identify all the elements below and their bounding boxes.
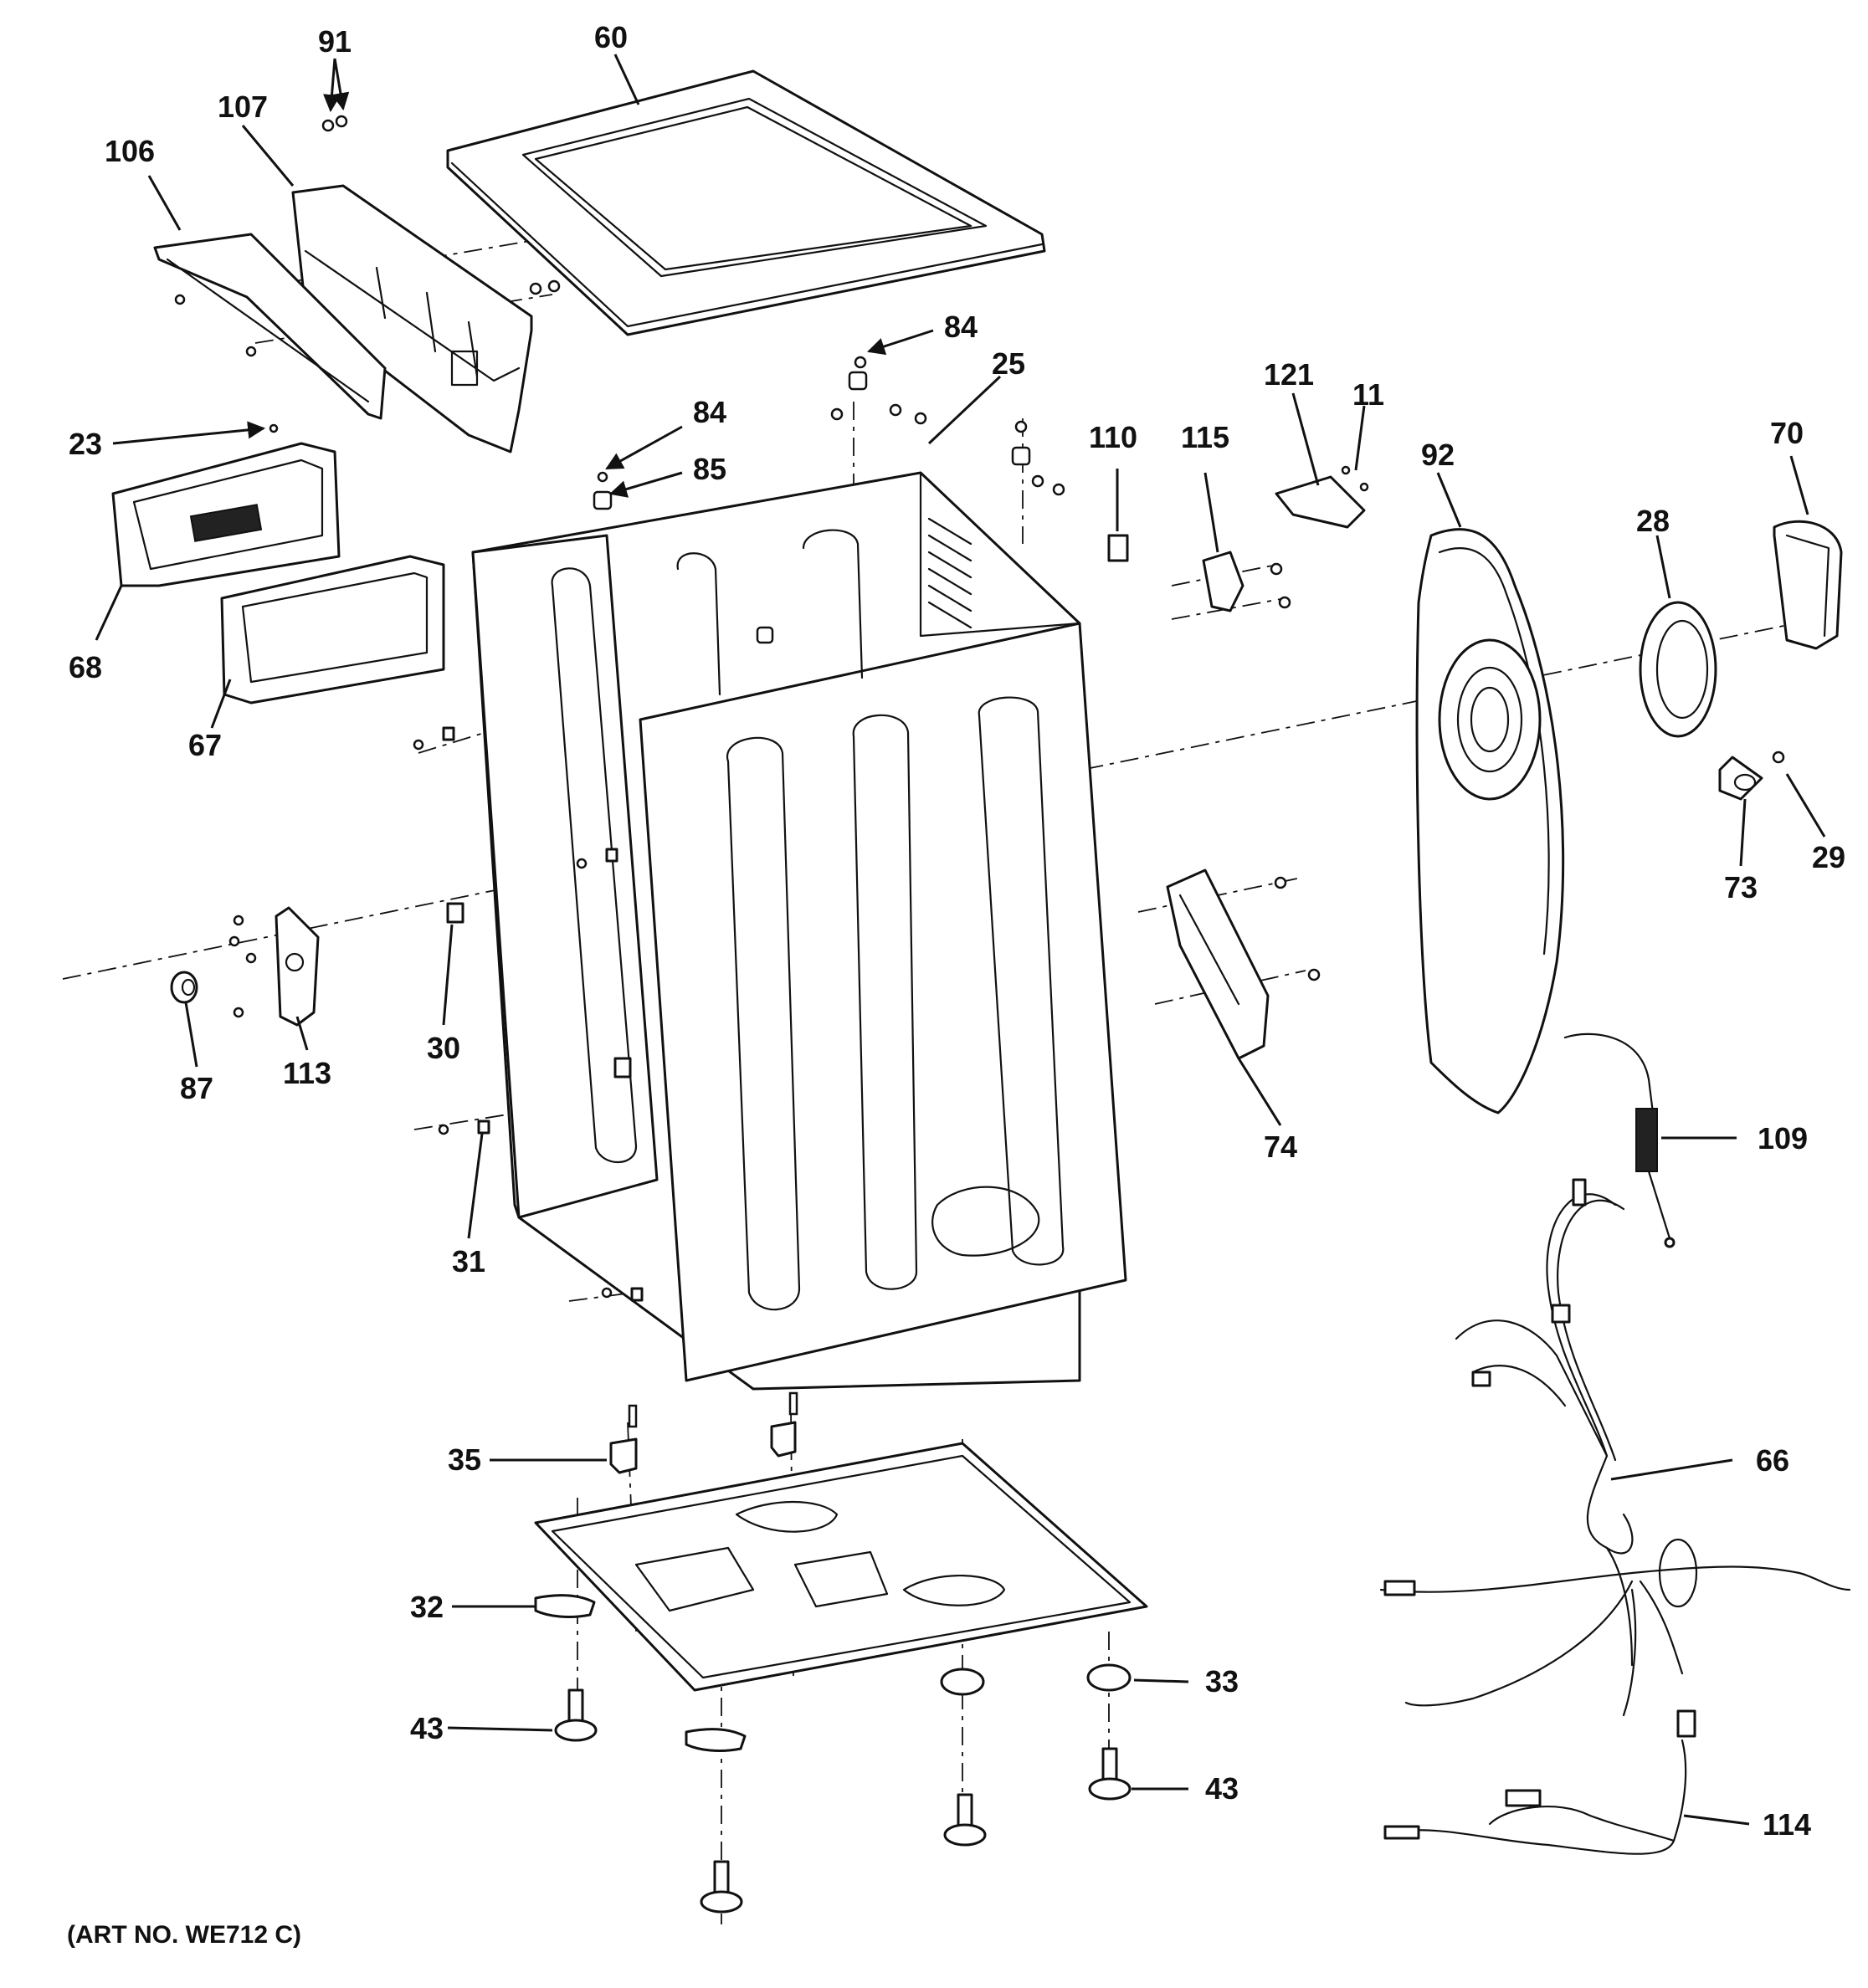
bracket-part-73 [1718, 751, 1785, 801]
screws [174, 115, 1065, 1299]
callout-68: 68 [69, 650, 102, 684]
callout-113: 113 [283, 1056, 331, 1090]
spacer-part-31 [442, 726, 644, 1302]
clip-part-30 [446, 902, 632, 1079]
component-part-115 [1202, 551, 1291, 612]
callout-labels: 91 60 107 106 84 25 121 11 84 85 110 115… [67, 20, 1845, 1949]
top-cover-part-60 [446, 69, 1046, 336]
callout-43-right: 43 [1205, 1771, 1239, 1806]
callout-115: 115 [1181, 420, 1229, 454]
control-board-part-74 [1166, 868, 1321, 1060]
callout-85: 85 [693, 452, 726, 486]
sensor-part-109 [1563, 1032, 1676, 1248]
callout-32: 32 [410, 1590, 444, 1624]
callout-70: 70 [1770, 416, 1804, 450]
component-part-110 [1107, 534, 1129, 562]
mount-part-113 [275, 906, 320, 1027]
callout-33: 33 [1205, 1664, 1239, 1699]
callout-73: 73 [1724, 870, 1758, 904]
cabinet-body [471, 471, 1127, 1391]
callout-74: 74 [1264, 1130, 1297, 1164]
callout-121: 121 [1264, 357, 1314, 392]
seal-part-28 [1639, 601, 1717, 738]
callout-60: 60 [594, 20, 628, 54]
callout-84: 84 [693, 395, 726, 429]
callout-29: 29 [1812, 840, 1845, 874]
callout-66: 66 [1756, 1443, 1789, 1478]
callout-31: 31 [452, 1244, 485, 1278]
callout-87: 87 [180, 1071, 213, 1105]
callout-107: 107 [218, 90, 268, 124]
callout-35: 35 [448, 1442, 481, 1477]
callout-11: 11 [1352, 377, 1384, 412]
cover-part-70 [1773, 520, 1843, 650]
leader-lines [95, 54, 1826, 1826]
callout-114: 114 [1763, 1807, 1811, 1842]
callout-92: 92 [1421, 438, 1455, 472]
wire-harness-part-114 [1383, 1709, 1696, 1855]
callout-84-top: 84 [944, 310, 978, 344]
callout-91: 91 [318, 24, 352, 59]
rear-bracket-part-106 [153, 233, 387, 420]
callout-106: 106 [105, 134, 155, 168]
base-pan [534, 1442, 1148, 1692]
bulkhead-part-92 [1415, 528, 1565, 1114]
control-panel-part-68 [111, 442, 341, 587]
callout-28: 28 [1636, 504, 1670, 538]
control-panel-part-67 [220, 555, 445, 705]
wire-harness-part-66 [1379, 1178, 1851, 1717]
foot-brackets-part-32-33 [534, 1594, 1132, 1752]
callout-110: 110 [1089, 420, 1137, 454]
component-part-121 [1275, 465, 1369, 529]
callout-67: 67 [188, 728, 222, 762]
callout-43-left: 43 [410, 1711, 444, 1745]
callout-25: 25 [992, 346, 1025, 381]
bracket-part-35 [609, 1391, 798, 1474]
callout-109: 109 [1758, 1121, 1808, 1155]
callout-30: 30 [427, 1031, 460, 1065]
knob-part-87 [170, 971, 198, 1004]
art-number: (ART NO. WE712 C) [67, 1921, 301, 1949]
callout-23: 23 [69, 427, 102, 461]
leveling-feet-part-43 [554, 1688, 1132, 1914]
